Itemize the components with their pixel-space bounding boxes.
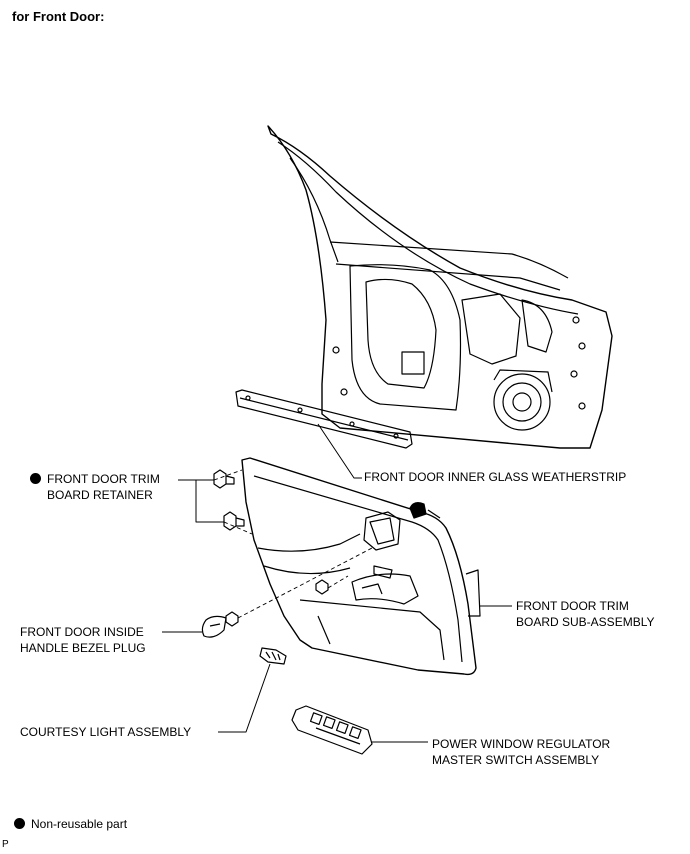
- label-trim-board-retainer: FRONT DOOR TRIM BOARD RETAINER: [30, 471, 160, 503]
- front-door-frame: [267, 125, 613, 449]
- trim-board-retainer-clips: [213, 469, 245, 531]
- trim-screws: [225, 579, 329, 627]
- courtesy-light: [259, 647, 287, 665]
- legend-dot-icon: [14, 818, 25, 829]
- non-reusable-dot-icon: [30, 473, 41, 484]
- label-master-switch: POWER WINDOW REGULATOR MASTER SWITCH ASS…: [432, 737, 611, 767]
- master-switch: [291, 705, 373, 755]
- label-glass-weatherstrip: FRONT DOOR INNER GLASS WEATHERSTRIP: [364, 470, 627, 484]
- page-heading: for Front Door:: [12, 9, 105, 24]
- legend-non-reusable: Non-reusable part: [14, 816, 127, 832]
- inner-glass-weatherstrip: [235, 389, 413, 449]
- corner-mark: P: [2, 839, 9, 850]
- label-courtesy-light: COURTESY LIGHT ASSEMBLY: [20, 725, 192, 739]
- label-handle-bezel-plug: FRONT DOOR INSIDE HANDLE BEZEL PLUG: [20, 625, 146, 655]
- door-trim-board: [241, 457, 481, 676]
- label-trim-board-sub-assembly: FRONT DOOR TRIM BOARD SUB-ASSEMBLY: [516, 599, 655, 629]
- handle-bezel-plug: [201, 615, 227, 638]
